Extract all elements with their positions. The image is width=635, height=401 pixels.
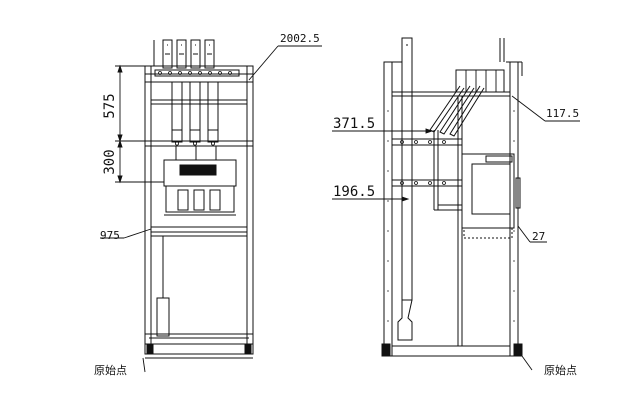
origin-label-left: 原始点 [94, 363, 127, 377]
dim-371-label: 371.5 [333, 116, 375, 132]
side-left-post [383, 61, 393, 357]
dim-2002-label: 2002.5 [280, 32, 320, 45]
origin-label-right: 原始点 [544, 363, 577, 377]
front-busbars [153, 39, 215, 69]
side-vertical-busbar [397, 37, 413, 341]
dim-117-label: 117.5 [546, 107, 579, 120]
front-dimensions [100, 45, 322, 373]
side-breaker-box [461, 153, 521, 239]
front-view [144, 39, 254, 359]
front-top-terminal-strip [154, 69, 240, 77]
front-cable-duct [156, 297, 170, 337]
side-dimensions [332, 95, 580, 371]
dim-575-label: 575 [102, 93, 118, 118]
side-view [381, 37, 523, 357]
dim-196-label: 196.5 [333, 184, 375, 200]
front-cabinet-frame [144, 65, 254, 355]
side-slanted-links [429, 85, 485, 137]
dim-975-label: 975 [100, 229, 120, 242]
dim-27-label: 27 [532, 230, 545, 243]
front-breaker [163, 146, 237, 216]
front-conductor-bars [171, 81, 219, 143]
front-base [144, 333, 254, 345]
dim-300-label: 300 [102, 149, 118, 174]
side-top-connection-box [455, 69, 505, 93]
